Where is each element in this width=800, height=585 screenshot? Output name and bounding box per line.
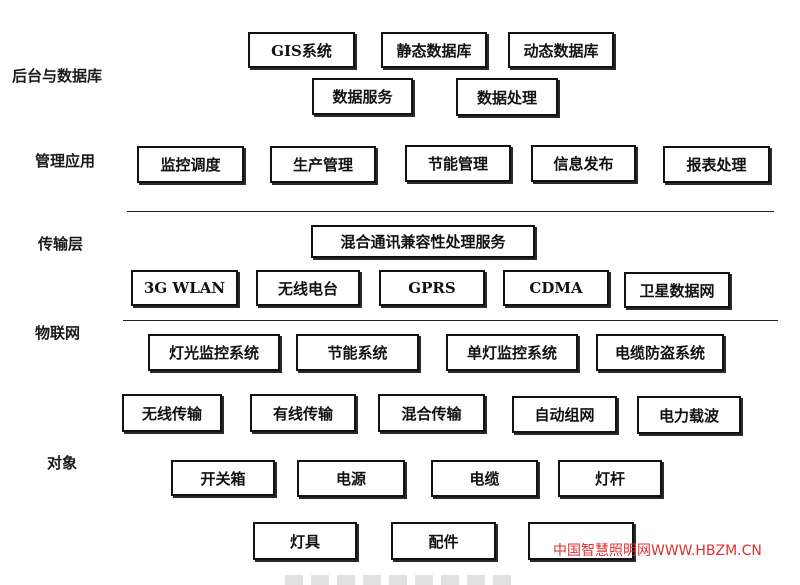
cable-antitheft-system-box: 电缆防盗系统 bbox=[596, 334, 724, 371]
monitoring-dispatch-box: 监控调度 bbox=[137, 146, 244, 183]
lamp-pole-object: 灯杆 bbox=[558, 460, 662, 497]
info-publish-box: 信息发布 bbox=[531, 145, 636, 182]
3g-wlan-box: 3G WLAN bbox=[131, 270, 238, 306]
switch-box-object: 开关箱 bbox=[171, 460, 275, 496]
layer-label-backend: 后台与数据库 bbox=[12, 67, 103, 85]
divider-transport-iot bbox=[123, 320, 778, 321]
energy-management-box: 节能管理 bbox=[405, 145, 511, 182]
cdma-box: CDMA bbox=[503, 270, 609, 306]
data-processing-box: 数据处理 bbox=[456, 78, 558, 116]
satellite-data-network-box: 卫星数据网 bbox=[624, 272, 730, 308]
site-watermark: 中国智慧照明网WWW.HBZM.CN bbox=[553, 543, 762, 559]
cable-object: 电缆 bbox=[431, 460, 538, 497]
wireless-transmission-box: 无线传输 bbox=[122, 394, 222, 432]
layer-label-objects: 对象 bbox=[47, 454, 78, 472]
report-processing-box: 报表处理 bbox=[663, 146, 770, 183]
power-line-carrier-box: 电力载波 bbox=[637, 396, 741, 434]
wired-transmission-box: 有线传输 bbox=[250, 394, 356, 432]
divider-management-transport bbox=[127, 211, 774, 212]
gprs-box: GPRS bbox=[379, 270, 485, 306]
production-management-box: 生产管理 bbox=[270, 146, 376, 183]
data-service-box: 数据服务 bbox=[312, 78, 413, 115]
power-supply-object: 电源 bbox=[297, 460, 405, 497]
single-lamp-monitoring-box: 单灯监控系统 bbox=[446, 334, 578, 371]
hybrid-communication-service-box: 混合通讯兼容性处理服务 bbox=[311, 225, 535, 258]
lamp-fixture-object: 灯具 bbox=[253, 522, 357, 560]
gis-system-box: GIS系统 bbox=[248, 32, 355, 68]
light-monitoring-system-box: 灯光监控系统 bbox=[148, 334, 280, 371]
dynamic-database-box: 动态数据库 bbox=[508, 32, 614, 68]
energy-saving-system-box: 节能系统 bbox=[296, 334, 419, 371]
layer-label-transport: 传输层 bbox=[38, 235, 84, 253]
layer-label-iot: 物联网 bbox=[35, 324, 81, 342]
empty-object-box bbox=[528, 522, 634, 560]
static-database-box: 静态数据库 bbox=[381, 32, 487, 68]
accessories-object: 配件 bbox=[391, 522, 496, 560]
layer-label-management: 管理应用 bbox=[35, 152, 96, 170]
hybrid-transmission-box: 混合传输 bbox=[378, 394, 485, 432]
cropped-caption-fragment bbox=[285, 575, 515, 585]
radio-station-box: 无线电台 bbox=[256, 270, 360, 306]
auto-networking-box: 自动组网 bbox=[512, 396, 617, 433]
